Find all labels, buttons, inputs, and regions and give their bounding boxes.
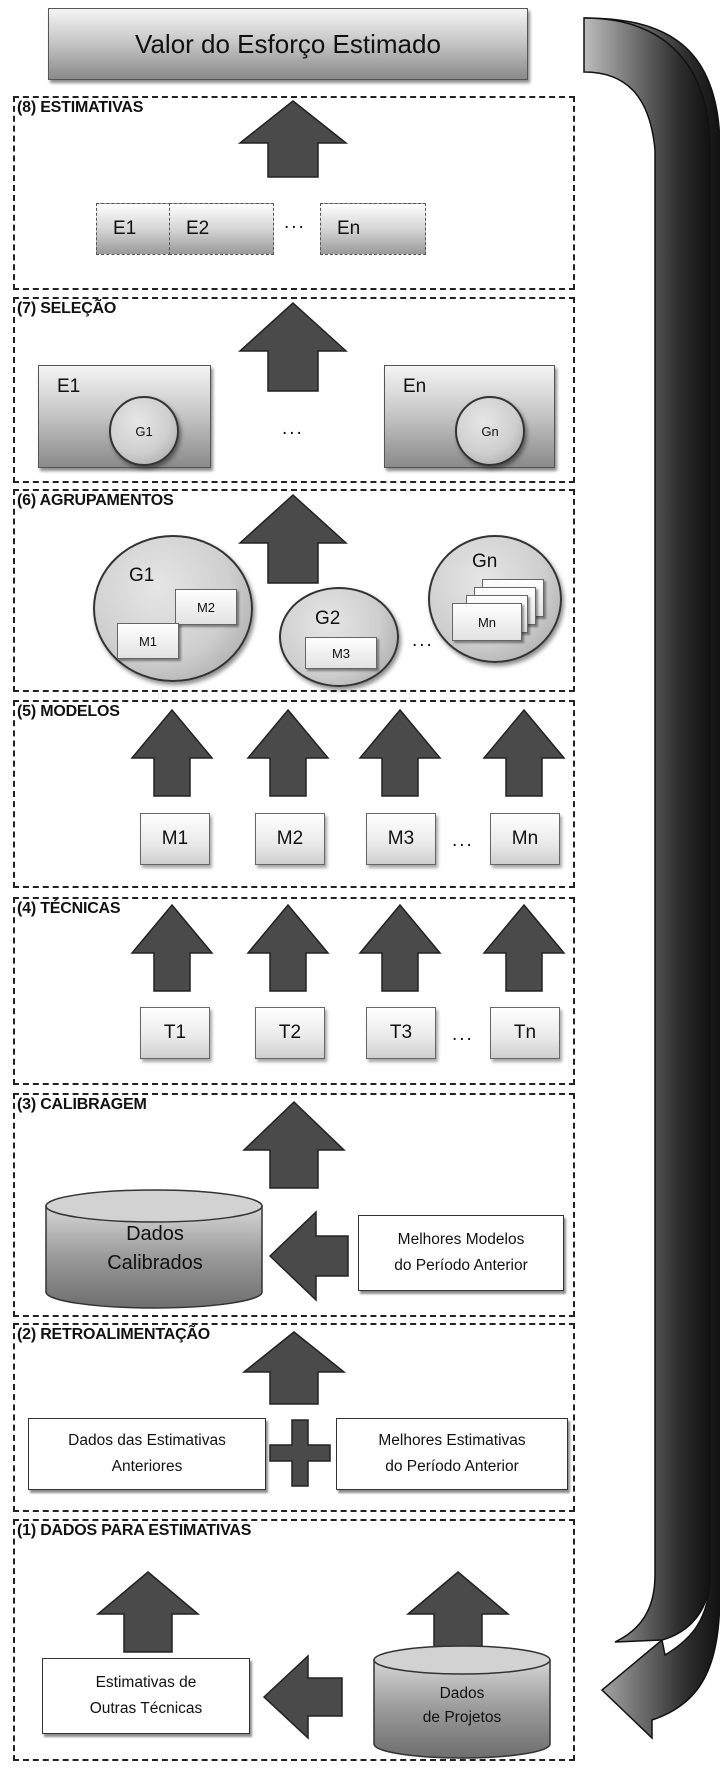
up-arrow-icon <box>238 301 348 392</box>
layer-label: (8) ESTIMATIVAS <box>17 99 144 116</box>
ellipsis: ... <box>282 418 304 439</box>
group-circle: Gn <box>455 396 525 466</box>
layer-label: (2) RETROALIMENTAÇÃO <box>17 1326 211 1343</box>
group-circle-g2: G2 M3 <box>279 587 399 687</box>
ellipsis: ... <box>452 830 474 851</box>
cylinder-label: Dados Calibrados <box>107 1223 203 1274</box>
up-arrow-icon <box>358 708 442 797</box>
model-card: M2 <box>175 589 237 625</box>
layer-label: (4) TÉCNICAS <box>17 900 121 917</box>
up-arrow-icon <box>246 708 330 797</box>
estimate-item: E1 <box>96 203 176 255</box>
layer-dados: (1) DADOS PARA ESTIMATIVAS <box>13 1519 575 1761</box>
group-circle: G1 <box>109 396 179 466</box>
header-title: Valor do Esforço Estimado <box>135 28 441 59</box>
up-arrow-icon <box>358 903 442 992</box>
group-circle-gn: Gn Mn <box>428 535 562 663</box>
layer-label: (5) MODELOS <box>17 703 120 720</box>
technique-box: Tn <box>490 1007 560 1059</box>
database-cylinder-icon <box>45 1189 263 1309</box>
up-arrow-icon <box>130 903 214 992</box>
ellipsis: ... <box>452 1024 474 1045</box>
estimate-item: En <box>320 203 426 255</box>
database-cylinder-icon <box>373 1645 551 1759</box>
model-box: Mn <box>490 813 560 865</box>
up-arrow-icon <box>237 100 349 178</box>
group-label: G2 <box>315 608 341 629</box>
technique-box: T2 <box>255 1007 325 1059</box>
group-label: Gn <box>472 551 498 572</box>
cylinder-label: Dados de Projetos <box>422 1685 502 1726</box>
up-arrow-icon <box>95 1571 201 1653</box>
layer-estimativas: (8) ESTIMATIVAS <box>13 96 575 290</box>
group-label: G1 <box>129 565 155 586</box>
up-arrow-icon <box>238 493 348 584</box>
layer-calibragem: (3) CALIBRAGEM <box>13 1093 575 1317</box>
header-box: Valor do Esforço Estimado <box>48 8 528 80</box>
technique-box: T3 <box>366 1007 436 1059</box>
ellipsis: ... <box>412 630 434 651</box>
model-card: M1 <box>117 623 179 659</box>
group-circle-g1: G1 M2 M1 <box>93 535 253 682</box>
layer-selecao: (7) SELEÇÃO <box>13 297 575 483</box>
layer-modelos: (5) MODELOS <box>13 700 575 888</box>
estimate-label: E1 <box>57 376 81 397</box>
model-box: M2 <box>255 813 325 865</box>
selected-estimate-box: E1 G1 <box>38 365 211 468</box>
up-arrow-icon <box>246 903 330 992</box>
left-arrow-icon <box>262 1654 343 1740</box>
model-card: M3 <box>305 637 377 669</box>
model-box: M3 <box>366 813 436 865</box>
plus-icon <box>269 1419 331 1487</box>
layer-label: (1) DADOS PARA ESTIMATIVAS <box>17 1522 252 1539</box>
up-arrow-icon <box>405 1571 511 1653</box>
up-arrow-icon <box>482 708 566 797</box>
up-arrow-icon <box>482 903 566 992</box>
layer-tecnicas: (4) TÉCNICAS <box>13 897 575 1085</box>
selected-estimate-box: En Gn <box>384 365 555 468</box>
layer-label: (6) AGRUPAMENTOS <box>17 492 174 509</box>
layer-retroalimentacao: (2) RETROALIMENTAÇÃO <box>13 1323 575 1512</box>
ellipsis: ... <box>284 212 306 233</box>
layer-label: (3) CALIBRAGEM <box>17 1096 147 1113</box>
up-arrow-icon <box>241 1331 347 1405</box>
layer-agrupamentos: (6) AGRUPAMENTOS <box>13 489 575 692</box>
left-arrow-icon <box>268 1210 349 1302</box>
technique-box: T1 <box>140 1007 210 1059</box>
up-arrow-icon <box>242 1100 346 1189</box>
estimate-label: En <box>403 376 427 397</box>
layer-label: (7) SELEÇÃO <box>17 300 117 317</box>
model-card: Mn <box>452 603 522 641</box>
up-arrow-icon <box>130 708 214 797</box>
model-box: M1 <box>140 813 210 865</box>
estimate-item: E2 <box>169 203 274 255</box>
